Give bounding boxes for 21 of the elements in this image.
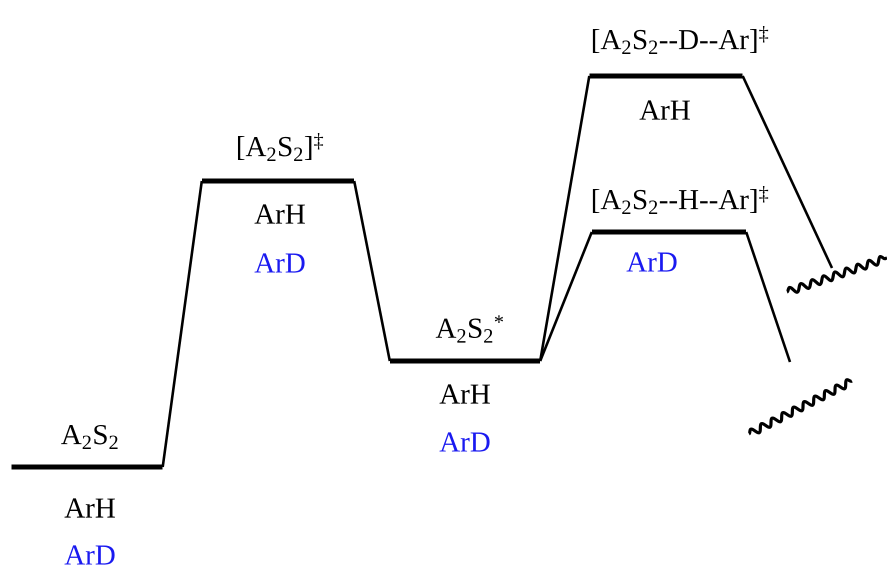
state-label: A$_{2}$S$_{2}$* <box>436 315 504 343</box>
state-label: A$_{2}$S$_{2}$ <box>61 424 118 450</box>
species-label: ArH <box>440 384 490 404</box>
squiggle-line <box>748 378 854 435</box>
energy-path-line <box>161 180 204 468</box>
species-label: ArD <box>64 545 115 565</box>
species-label: ArH <box>640 100 690 120</box>
species-label: ArD <box>440 432 490 452</box>
species-label: ArD <box>626 252 677 272</box>
energy-path-line <box>352 180 392 362</box>
state-label: [A$_{2}$S$_{2}$--H--Ar]$^{‡}$ <box>592 186 768 214</box>
species-label: ArH <box>64 498 115 518</box>
state-label: [A$_{2}$S$_{2}$--D--Ar]$^{‡}$ <box>592 26 768 54</box>
energy-path-line <box>744 232 792 362</box>
energy-path-line <box>742 75 834 269</box>
state-label: [A$_{2}$S$_{2}$]$^{‡}$ <box>238 133 324 161</box>
energy-path-line <box>538 76 591 362</box>
species-label: ArD <box>254 253 305 273</box>
squiggle-line <box>786 254 887 294</box>
species-label: ArH <box>254 204 305 224</box>
energy-path-line <box>539 232 594 362</box>
